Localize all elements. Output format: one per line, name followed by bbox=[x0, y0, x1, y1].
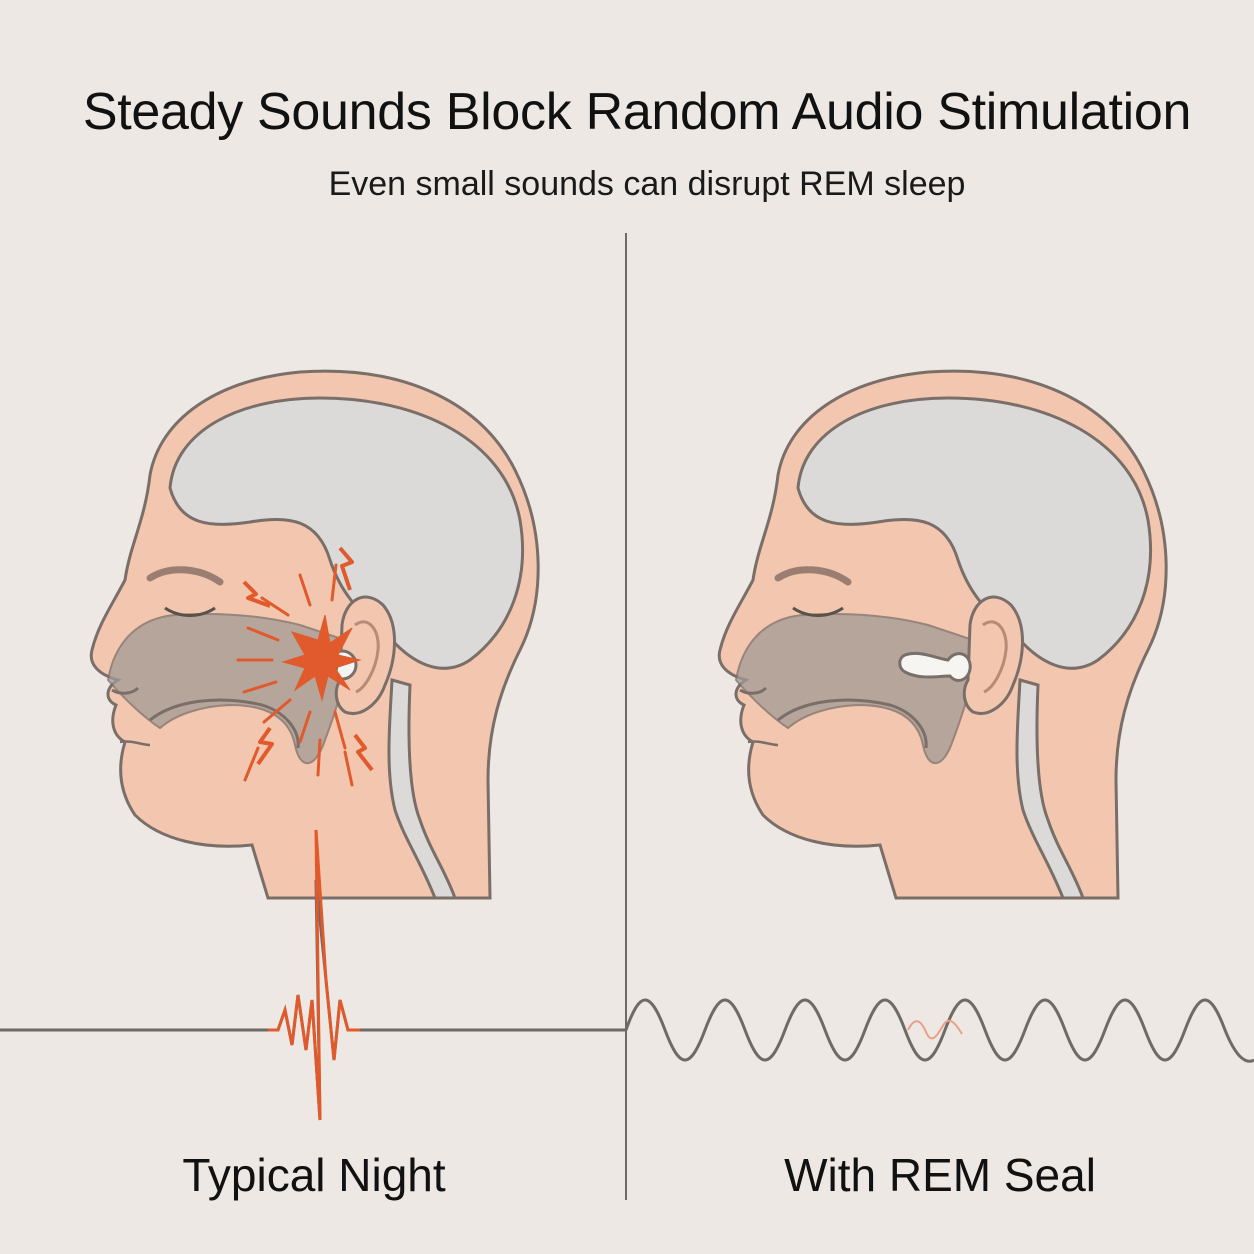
page-subtitle: Even small sounds can disrupt REM sleep bbox=[328, 165, 966, 203]
page-title: Steady Sounds Block Random Audio Stimula… bbox=[82, 83, 1192, 141]
rem-seal-earplug-icon bbox=[898, 651, 972, 682]
head-illustration-right bbox=[719, 371, 1166, 898]
steady-sound-waveform bbox=[624, 998, 1254, 1063]
panel-label-with-rem-seal: With REM Seal bbox=[784, 1149, 1096, 1201]
disruption-spike bbox=[268, 829, 360, 1121]
typical-night-panel bbox=[0, 371, 626, 1121]
noise-burst-icon bbox=[236, 546, 374, 787]
rem-seal-panel bbox=[624, 371, 1254, 1063]
muffled-noise-trace bbox=[907, 1019, 963, 1040]
panel-label-typical-night: Typical Night bbox=[182, 1149, 446, 1201]
head-illustration-left bbox=[91, 371, 538, 898]
